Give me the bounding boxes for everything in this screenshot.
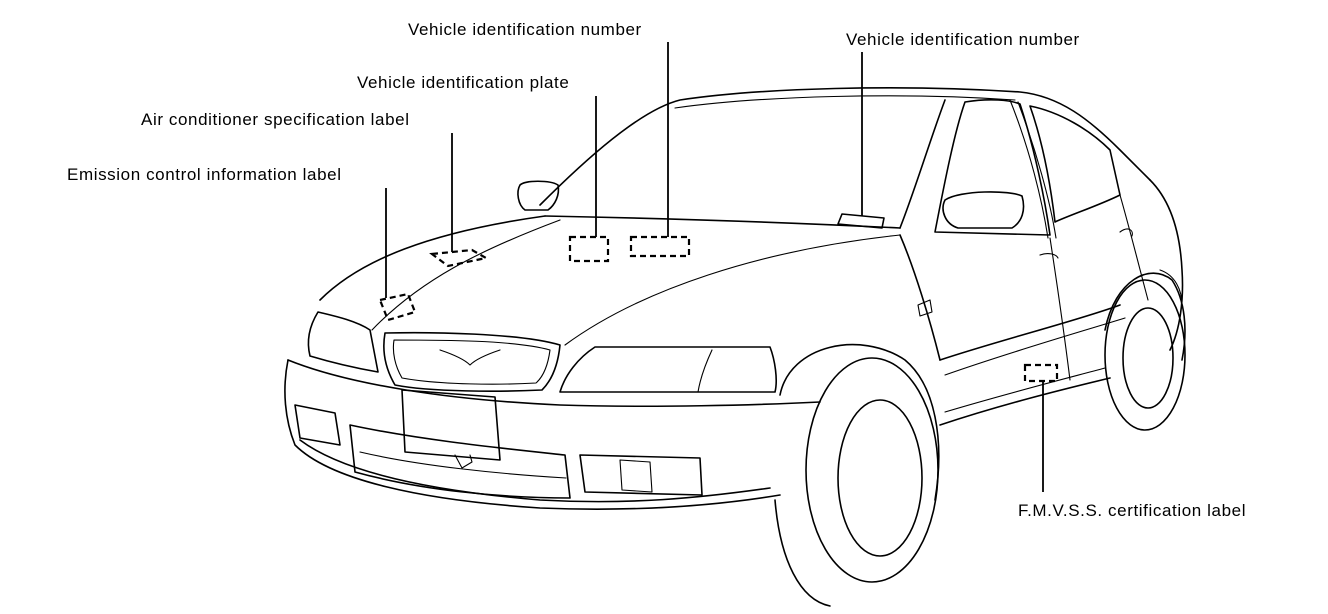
- left-headlight: [307, 311, 379, 373]
- car-cowl-line: [544, 215, 901, 229]
- front-grille-inner: [392, 339, 551, 385]
- car-rear-quarter: [1149, 179, 1184, 351]
- dashboard-vin-plate: [837, 213, 885, 229]
- hood-crease-left: [371, 219, 561, 331]
- b-pillar: [1009, 99, 1049, 239]
- car-hood: [319, 215, 546, 301]
- front-tire-bottom: [774, 499, 831, 607]
- b-pillar-inner: [1017, 101, 1057, 239]
- front-door-handle: [1039, 253, 1059, 259]
- front-wheel-arch: [779, 343, 940, 501]
- label-fmvss: F.M.V.S.S. certification label: [1018, 501, 1246, 520]
- lower-air-intake: [349, 424, 571, 499]
- car-side-sill-inner: [944, 367, 1106, 413]
- left-fog-light: [294, 404, 341, 446]
- label-vin-top: Vehicle identification number: [408, 20, 642, 39]
- rear-tire: [1104, 279, 1186, 431]
- car-side-molding: [944, 317, 1126, 376]
- front-door-window: [934, 99, 1051, 236]
- license-plate: [401, 389, 501, 461]
- right-side-mirror: [942, 191, 1025, 229]
- lower-air-intake-bar: [359, 451, 567, 479]
- emission-label-location-box: [378, 292, 417, 322]
- label-ac-spec: Air conditioner specification label: [141, 110, 410, 129]
- right-headlight: [559, 346, 777, 393]
- car-roof-outline: [539, 87, 1151, 206]
- front-tire: [805, 357, 939, 583]
- label-vin-plate: Vehicle identification plate: [357, 73, 569, 92]
- label-vin-dash: Vehicle identification number: [846, 30, 1080, 49]
- car-side-rocker: [939, 304, 1121, 361]
- right-front-fender: [899, 234, 941, 361]
- leader-lines: [385, 42, 1044, 492]
- front-bumper-outline: [284, 359, 781, 510]
- car-a-pillar: [899, 99, 946, 229]
- rear-door-edge: [1119, 194, 1149, 301]
- right-fog-light: [579, 454, 703, 496]
- right-headlight-inner: [697, 349, 713, 393]
- hood-crease-right: [564, 234, 901, 346]
- grille-emblem: [439, 349, 501, 366]
- car-roof-inner: [674, 95, 1016, 109]
- vin-plate-location-box: [568, 235, 610, 263]
- license-plate-mount: [454, 454, 473, 469]
- front-wheel-rim: [837, 399, 923, 557]
- front-bumper-lower: [299, 439, 771, 503]
- fmvss-label-location-box: [1023, 363, 1059, 383]
- label-location-markers: [378, 235, 1059, 383]
- callout-labels: Vehicle identification number Vehicle id…: [67, 20, 1246, 520]
- car-illustration: [284, 87, 1186, 607]
- ac-label-location-box: [429, 248, 490, 268]
- front-bumper-top: [287, 359, 821, 408]
- left-side-mirror: [517, 180, 560, 211]
- rear-door-handle: [1119, 228, 1133, 237]
- car-side-sill: [939, 377, 1111, 426]
- front-grille: [383, 331, 561, 392]
- label-emission-control: Emission control information label: [67, 165, 342, 184]
- rear-wheel-rim: [1122, 307, 1174, 409]
- vin-number-location-box: [629, 235, 691, 258]
- rear-door-window: [1029, 105, 1121, 223]
- fender-side-marker: [917, 299, 933, 317]
- right-fog-light-inner: [619, 459, 653, 493]
- rear-wheel-arch: [1104, 272, 1186, 361]
- front-door-edge: [1049, 237, 1071, 381]
